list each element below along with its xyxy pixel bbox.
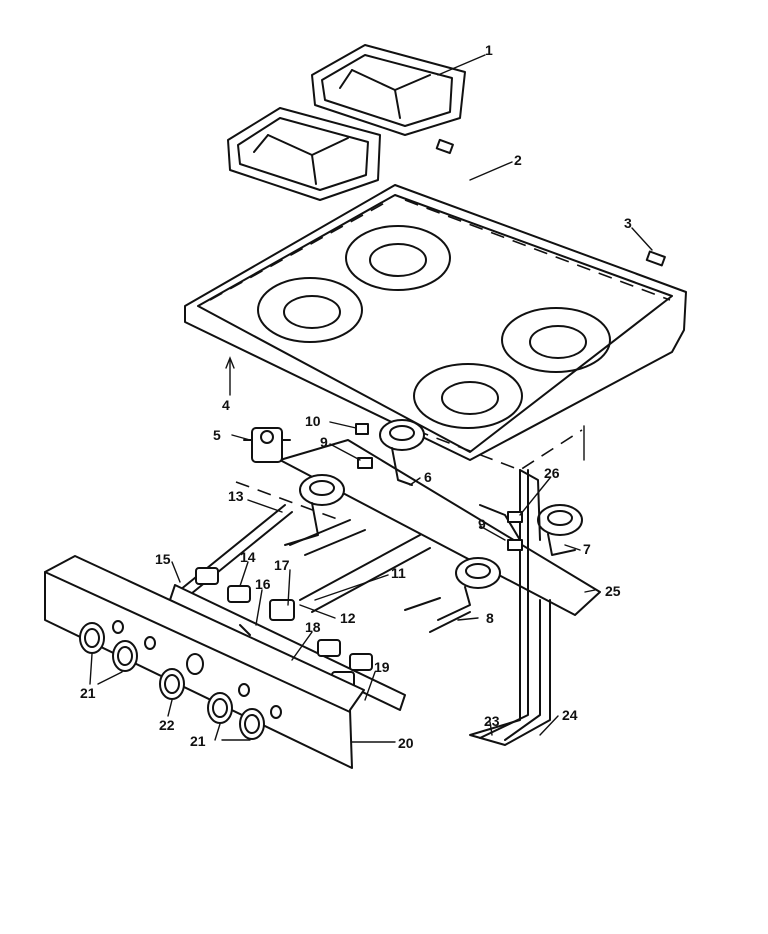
clip-right — [645, 250, 666, 267]
callout-4: 4 — [222, 397, 230, 413]
callout-19: 19 — [374, 659, 390, 675]
callout-18: 18 — [305, 619, 321, 635]
callout-9-left: 9 — [320, 434, 328, 450]
orifice-hood — [355, 423, 523, 551]
callout-25: 25 — [605, 583, 621, 599]
callout-8: 8 — [486, 610, 494, 626]
cooktop-main-top — [184, 184, 687, 461]
leader-lines — [89, 54, 653, 743]
callout-10: 10 — [305, 413, 321, 429]
burner-head-rear-right — [537, 504, 583, 556]
grate-clip — [435, 138, 454, 155]
callout-16: 16 — [255, 576, 271, 592]
callout-21-left: 21 — [80, 685, 96, 701]
callout-12: 12 — [340, 610, 356, 626]
callout-7: 7 — [583, 541, 591, 557]
callout-5: 5 — [213, 427, 221, 443]
safety-valve — [243, 427, 291, 463]
gas-tubing — [469, 469, 551, 746]
control-knobs — [79, 620, 282, 740]
callout-26: 26 — [544, 465, 560, 481]
burner-grate-rear — [311, 44, 466, 136]
callout-9-right: 9 — [478, 516, 486, 532]
callout-17: 17 — [274, 557, 290, 573]
control-panel — [44, 555, 365, 769]
callout-22: 22 — [159, 717, 175, 733]
callout-13: 13 — [228, 488, 244, 504]
callout-24: 24 — [562, 707, 578, 723]
burner-head-rear-left — [379, 419, 425, 486]
burner-grate-front — [227, 107, 381, 201]
callout-23: 23 — [484, 713, 500, 729]
callout-labels: 1 2 3 4 5 6 7 8 9 9 10 11 12 13 14 15 16… — [80, 42, 632, 751]
burner-head-front-right — [437, 557, 501, 621]
callout-6: 6 — [424, 469, 432, 485]
callout-21-right: 21 — [190, 733, 206, 749]
callout-2: 2 — [514, 152, 522, 168]
callout-11: 11 — [391, 565, 406, 581]
callout-3: 3 — [624, 215, 632, 231]
callout-15: 15 — [155, 551, 171, 567]
callout-1: 1 — [485, 42, 493, 58]
callout-14: 14 — [240, 549, 256, 565]
callout-20: 20 — [398, 735, 414, 751]
